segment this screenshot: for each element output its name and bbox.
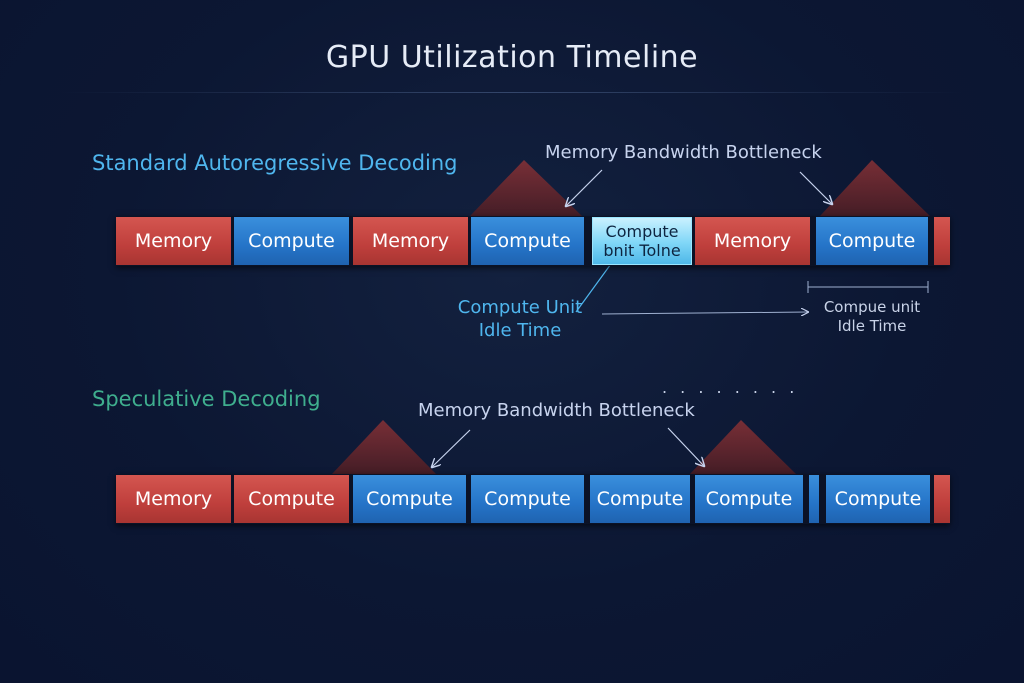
bottleneck-arrow-1 bbox=[566, 169, 603, 206]
standard-segment-compute: Compute bbox=[816, 217, 928, 265]
standard-segment-memory: Memory bbox=[116, 217, 231, 265]
idle-connector-line bbox=[601, 312, 808, 314]
standard-segment-memory: Memory bbox=[695, 217, 810, 265]
standard-segment-memory: Memory bbox=[353, 217, 468, 265]
title-divider bbox=[60, 92, 964, 93]
bottleneck-peak-4 bbox=[690, 420, 796, 474]
standard-segment-idle: Compute bnit Tolne bbox=[592, 217, 692, 265]
page-title: GPU Utilization Timeline bbox=[325, 40, 699, 75]
bottleneck-peak-1 bbox=[470, 160, 582, 216]
standard-segment-compute: Compute bbox=[234, 217, 349, 265]
speculative-segment-compute: Compute bbox=[590, 475, 690, 523]
standard-bottleneck-label: Memory Bandwidth Bottleneck bbox=[545, 142, 822, 163]
bottleneck-peak-2 bbox=[820, 160, 930, 216]
speculative-segment-compute: Compute bbox=[826, 475, 930, 523]
idle-callout-right-line1: Compue unit bbox=[823, 298, 921, 316]
speculative-segment-compute-red: Compute bbox=[234, 475, 349, 523]
speculative-segment-memory: Memory bbox=[116, 475, 231, 523]
speculative-section-label: Speculative Decoding bbox=[92, 387, 321, 411]
standard-timeline: Memory Compute Memory Compute Compute bn… bbox=[116, 216, 950, 266]
speculative-timeline: Memory Compute Compute Compute Compute C… bbox=[116, 474, 950, 524]
idle-segment-line1: Compute bbox=[605, 222, 679, 241]
standard-segment-compute: Compute bbox=[471, 217, 584, 265]
standard-idle-callout: Compute Unit Idle Time bbox=[440, 296, 600, 342]
bottleneck-arrow-4 bbox=[667, 427, 704, 466]
speculative-segment-compute: Compute bbox=[471, 475, 584, 523]
bottleneck-arrow-2 bbox=[799, 171, 832, 204]
idle-segment-line2: bnit Tolne bbox=[603, 241, 681, 260]
standard-idle-callout-right: Compue unit Idle Time bbox=[808, 298, 936, 336]
bottleneck-arrow-3 bbox=[432, 429, 471, 467]
standard-section-label: Standard Autoregressive Decoding bbox=[92, 151, 458, 175]
speculative-segment-memory-tail bbox=[934, 475, 950, 523]
speculative-segment-gap bbox=[809, 475, 819, 523]
idle-callout-line2: Idle Time bbox=[478, 320, 562, 341]
idle-callout-right-line2: Idle Time bbox=[837, 317, 907, 335]
ellipsis-dots: . . . . . . . . bbox=[662, 378, 799, 397]
speculative-segment-compute: Compute bbox=[695, 475, 803, 523]
speculative-segment-compute: Compute bbox=[353, 475, 466, 523]
idle-callout-line1: Compute Unit bbox=[457, 297, 583, 318]
bottleneck-peak-3 bbox=[332, 420, 436, 474]
speculative-bottleneck-label: Memory Bandwidth Bottleneck bbox=[418, 400, 695, 421]
standard-segment-memory-tail bbox=[934, 217, 950, 265]
